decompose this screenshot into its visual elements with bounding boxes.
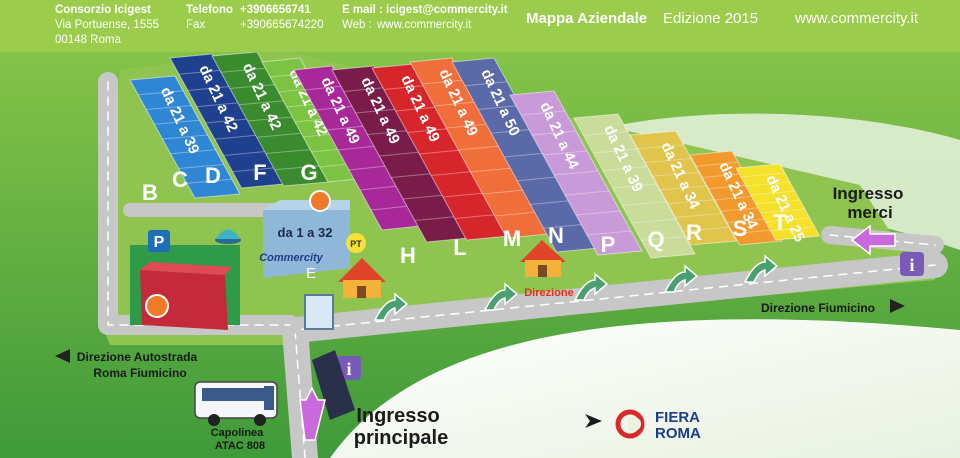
- pt-house-icon: PT: [338, 233, 386, 298]
- building-e-range: da 1 a 32: [278, 225, 333, 240]
- block-l-letter: L: [453, 235, 466, 260]
- white-curve: [330, 319, 960, 458]
- direzione-label: Direzione: [524, 287, 574, 299]
- block-p-letter: P: [601, 232, 616, 257]
- web-value[interactable]: www.commercity.it: [377, 19, 472, 31]
- edition-label: Edizione 2015: [663, 10, 759, 27]
- ingresso-principale-label-2: principale: [354, 427, 448, 449]
- road-arrows: [373, 254, 779, 321]
- restaurant-icon: [145, 294, 169, 318]
- roma-label: ROMA: [655, 425, 701, 442]
- commercity-logo: Commercity: [259, 252, 323, 264]
- map-title: Mappa Aziendale: [526, 10, 648, 27]
- capolinea-label-1: Capolinea: [211, 427, 264, 439]
- direzione-house-icon: Direzione: [520, 240, 574, 299]
- block-m-letter: M: [503, 226, 521, 251]
- red-building-roof: [140, 262, 232, 275]
- block-h-letter: H: [400, 243, 416, 268]
- capolinea-label-2: ATAC 808: [215, 440, 265, 452]
- bus-icon: [194, 381, 278, 426]
- shelter: [304, 294, 334, 330]
- fax-label: Fax: [186, 19, 206, 31]
- block-c-letter: C: [172, 167, 188, 192]
- svg-text:P: P: [154, 234, 165, 251]
- block-r-letter: R: [686, 220, 702, 245]
- ingresso-principale-label-1: Ingresso: [356, 405, 439, 427]
- site-url[interactable]: www.commercity.it: [795, 10, 919, 27]
- direzione-autostrada-label-2: Roma Fiumicino: [93, 366, 186, 380]
- block-q-letter: Q: [647, 227, 664, 252]
- ingresso-merci-label-2: merci: [847, 203, 892, 222]
- block-n-letter: N: [548, 223, 564, 248]
- entrance-kiosk: [312, 350, 355, 420]
- arrow-left-icon: [55, 349, 70, 363]
- block-s-letter: S: [733, 216, 748, 241]
- org-name: Consorzio Icigest: [55, 4, 151, 16]
- parking-icon: P: [148, 230, 170, 252]
- direzione-autostrada-label-1: Direzione Autostrada: [77, 350, 198, 364]
- fiera-label: FIERA: [655, 409, 700, 426]
- email-label: E mail :: [342, 4, 383, 16]
- block-d-letter: D: [205, 163, 221, 188]
- fiera-roma-logo[interactable]: FIERA ROMA: [585, 409, 701, 442]
- address-line-1: Via Portuense, 1555: [55, 19, 160, 31]
- block-b-letter: B: [142, 180, 158, 205]
- email-value[interactable]: icigest@commercity.it: [386, 4, 508, 16]
- ingresso-merci-label-1: Ingresso: [833, 184, 904, 203]
- address-line-2: 00148 Roma: [55, 34, 121, 46]
- block-t-letter: T: [773, 210, 787, 235]
- pt-label: PT: [350, 239, 362, 249]
- info-icon-merci: i: [900, 252, 924, 276]
- ingresso-principale-arrow-icon: [299, 386, 326, 441]
- svg-text:i: i: [346, 359, 351, 379]
- address-block: Consorzio Icigest Via Portuense, 1555 00…: [55, 3, 159, 48]
- block-g-letter: G: [300, 160, 317, 185]
- header-bar: Consorzio Icigest Via Portuense, 1555 00…: [0, 0, 960, 52]
- block-f-letter: F: [253, 160, 266, 185]
- restaurant-icon-f: [309, 190, 331, 212]
- phone-number: +3906656741: [240, 4, 311, 16]
- phone-label: Telefono: [186, 4, 234, 16]
- building-e-letter: E: [306, 265, 316, 282]
- arrow-right-icon: [890, 299, 905, 313]
- web-label: Web :: [342, 19, 372, 31]
- fountain-icon: [215, 229, 241, 244]
- ingresso-merci-arrow-icon: [850, 224, 896, 256]
- fax-number: +390665674220: [240, 19, 324, 31]
- direzione-fiumicino-label: Direzione Fiumicino: [761, 301, 875, 315]
- svg-text:i: i: [909, 255, 914, 275]
